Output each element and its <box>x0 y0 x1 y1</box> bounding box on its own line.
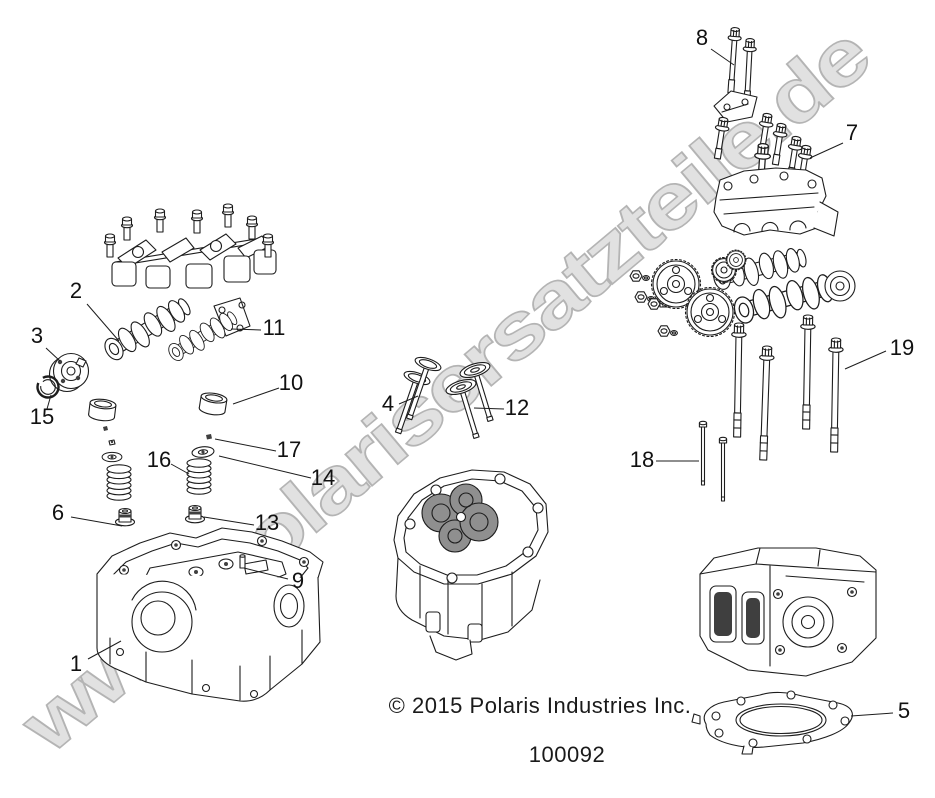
tappet-left <box>87 397 118 423</box>
leader-line-1 <box>87 640 122 660</box>
spring-retainer-14 <box>190 445 216 459</box>
leader-line-12 <box>473 407 505 410</box>
leader-line-19 <box>844 350 887 370</box>
callout-2: 2 <box>70 278 82 303</box>
callout-5: 5 <box>898 698 910 723</box>
leader-line-10 <box>232 387 280 405</box>
leader-line-11 <box>230 328 262 331</box>
leader-line-2 <box>86 303 120 342</box>
tappet-right <box>198 390 229 417</box>
stem-seal-6 <box>114 507 136 527</box>
valve-train-small-parts <box>101 426 216 527</box>
leader-line-4 <box>398 395 419 405</box>
camshafts-right <box>710 243 856 330</box>
camshaft-11 <box>164 297 251 367</box>
callout-17: 17 <box>277 437 301 462</box>
callout-12: 12 <box>505 395 529 420</box>
callout-1: 1 <box>70 651 82 676</box>
leader-line-14 <box>218 455 312 479</box>
callout-9: 9 <box>292 568 304 593</box>
callout-15: 15 <box>30 404 54 429</box>
leader-line-13 <box>203 516 255 526</box>
callout-10: 10 <box>279 370 303 395</box>
callout-8: 8 <box>696 25 708 50</box>
callout-6: 6 <box>52 500 64 525</box>
cylinder-head-bottom-view <box>393 469 549 661</box>
stem-seal-13 <box>184 504 206 524</box>
leader-line-8 <box>710 48 735 66</box>
callout-4: 4 <box>382 391 394 416</box>
bolts-18 <box>698 420 728 502</box>
callout-19: 19 <box>890 335 914 360</box>
callout-13: 13 <box>255 510 279 535</box>
callout-11: 11 <box>263 315 286 340</box>
leader-line-7 <box>809 142 844 159</box>
callout-3: 3 <box>31 323 43 348</box>
leader-line-15 <box>46 394 52 410</box>
cylinder-head <box>96 527 324 702</box>
cylinder-block <box>699 547 877 677</box>
callout-7: 7 <box>846 120 858 145</box>
part-number: 100092 <box>529 742 605 767</box>
leader-line-16 <box>170 463 190 475</box>
leader-line-6 <box>70 516 123 527</box>
head-gasket <box>691 690 853 755</box>
leader-line-17 <box>214 438 277 452</box>
callout-16: 16 <box>147 447 171 472</box>
callout-18: 18 <box>630 447 654 472</box>
dowel-9 <box>239 555 246 569</box>
cam-carrier <box>713 167 839 237</box>
leader-line-3 <box>45 347 61 362</box>
head-bolts-19 <box>729 314 844 461</box>
snap-ring <box>36 375 60 399</box>
leader-line-9 <box>243 567 289 580</box>
spring-seat <box>101 451 123 463</box>
copyright-text: © 2015 Polaris Industries Inc. <box>389 693 692 718</box>
valve-spring-left <box>106 464 132 501</box>
leader-line-5 <box>850 712 894 717</box>
callout-14: 14 <box>311 465 335 490</box>
rocker-arm-assembly <box>103 203 277 289</box>
valve-spring-16 <box>186 458 212 495</box>
